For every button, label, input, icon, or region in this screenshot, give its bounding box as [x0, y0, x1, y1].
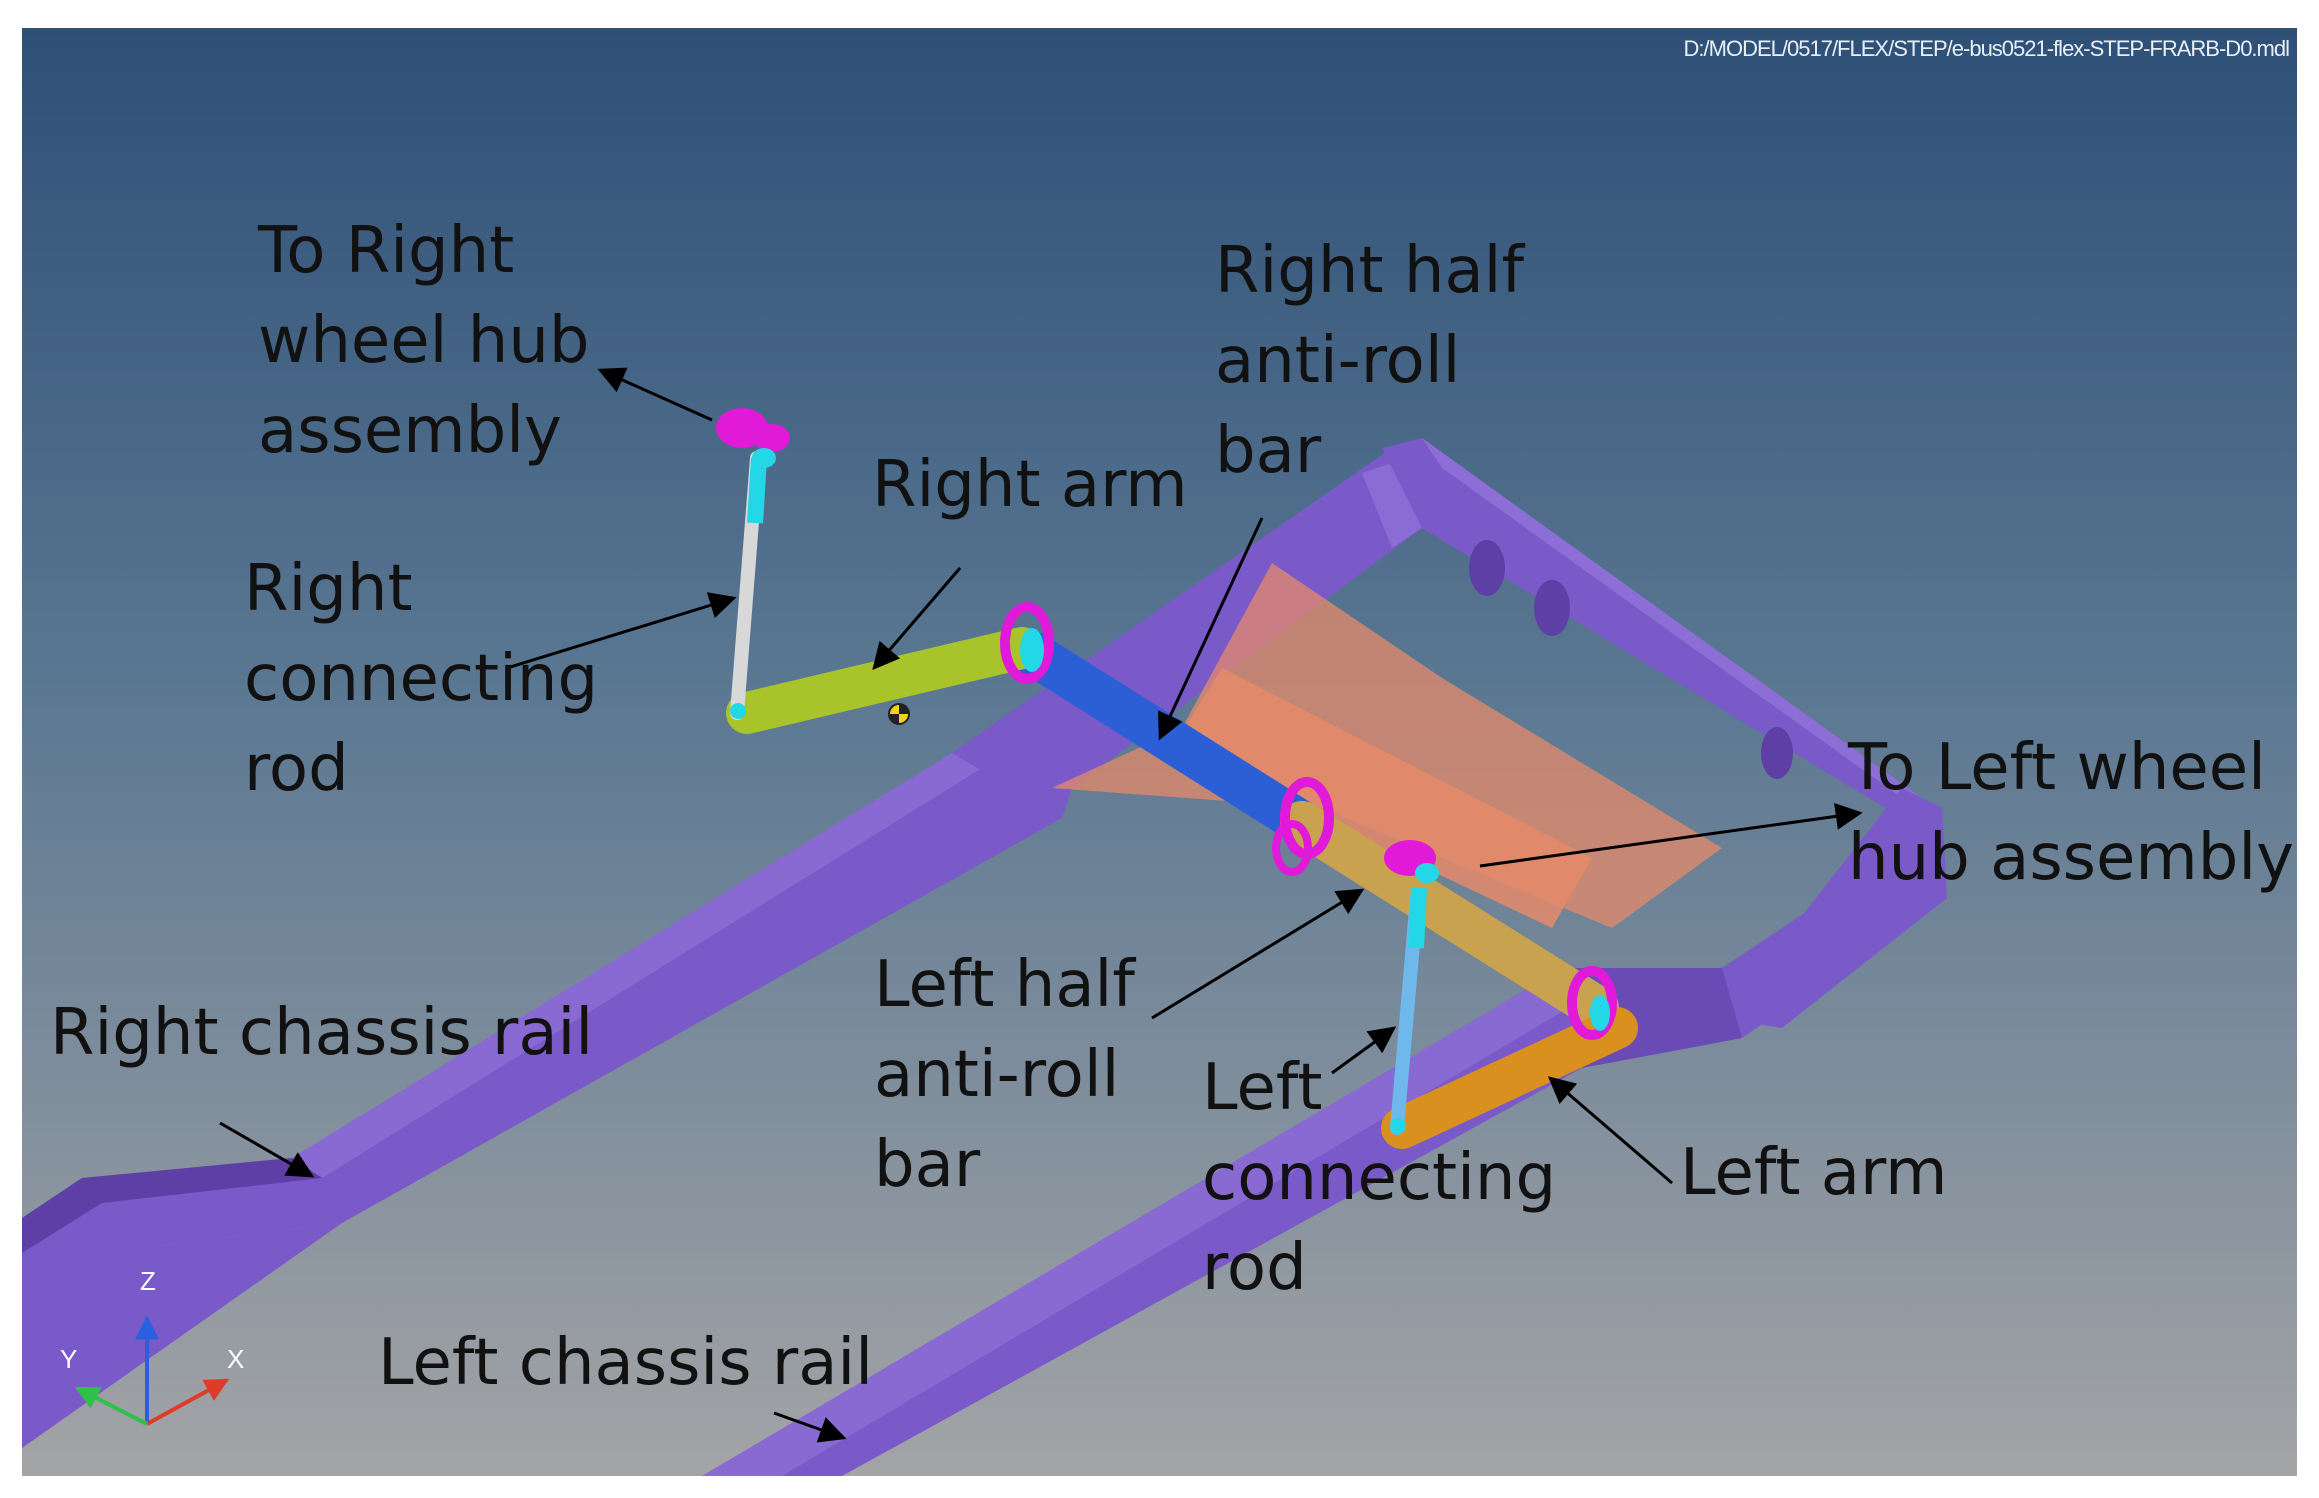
joint-bushings[interactable] [716, 408, 1617, 1134]
label-right-half-anti-roll-bar: Right half anti-roll bar [1215, 234, 1524, 488]
suspension-model-scene[interactable]: Z Y X [22, 28, 2297, 1476]
left-half-anti-roll-bar[interactable] [1280, 801, 1619, 1030]
label-left-chassis-rail: Left chassis rail [378, 1326, 873, 1400]
label-right-connecting-rod: Right connecting rod [244, 552, 599, 806]
axis-triad: Z Y X [60, 1266, 244, 1426]
model-file-path: D:/MODEL/0517/FLEX/STEP/e-bus0521-flex-S… [1683, 36, 2290, 61]
left-arm[interactable] [1381, 1007, 1638, 1149]
label-to-right-wheel-hub: To Right wheel hub assembly [258, 214, 590, 468]
triad-y-label: Y [60, 1344, 77, 1374]
label-right-arm: Right arm [872, 448, 1188, 522]
3d-model-viewport[interactable]: Z Y X D:/MODEL/0517/FLEX/STEP/e-bus0521-… [22, 28, 2297, 1476]
cm-marker [888, 703, 910, 725]
rear-cross-member [952, 448, 1422, 818]
triad-x-label: X [227, 1344, 244, 1374]
label-right-chassis-rail: Right chassis rail [50, 996, 594, 1070]
label-left-arm: Left arm [1680, 1136, 1948, 1210]
label-to-left-wheel-hub: To Left wheel hub assembly [1848, 731, 2294, 895]
chassis-frame[interactable] [22, 438, 1947, 1476]
label-left-connecting-rod: Left connecting rod [1202, 1051, 1557, 1305]
anti-roll-bar-bracket[interactable] [1052, 563, 1722, 928]
label-left-half-anti-roll-bar: Left half anti-roll bar [874, 948, 1135, 1202]
leader-arrows [219, 367, 1863, 1443]
right-arm[interactable] [726, 627, 1043, 734]
triad-z-label: Z [140, 1266, 156, 1296]
